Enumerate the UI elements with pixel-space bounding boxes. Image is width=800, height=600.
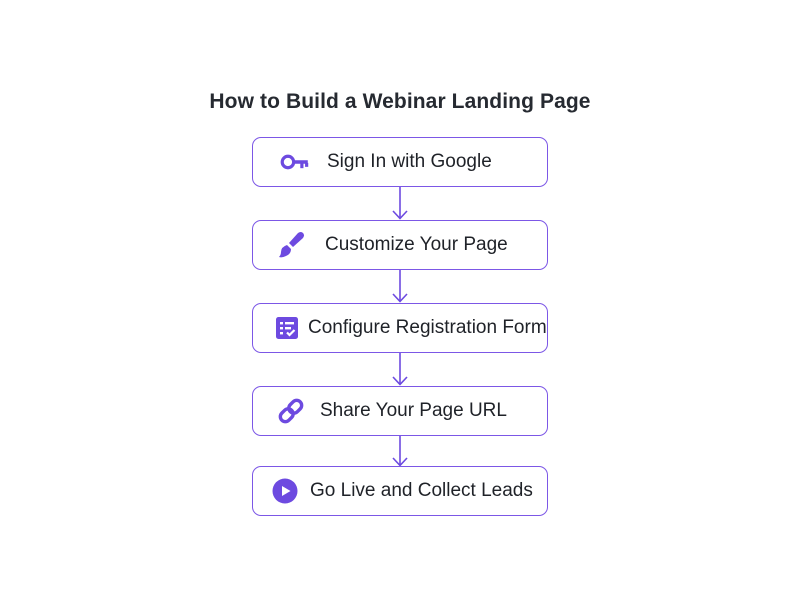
step-label: Configure Registration Form (308, 317, 547, 338)
paintbrush-icon (276, 230, 306, 260)
step-customize: Customize Your Page (252, 220, 548, 270)
step-label: Go Live and Collect Leads (310, 480, 533, 501)
step-configure-form: Configure Registration Form (252, 303, 548, 353)
connector-arrow (390, 187, 410, 220)
step-label: Sign In with Google (327, 151, 492, 172)
step-label: Customize Your Page (325, 234, 508, 255)
connector-arrow (390, 270, 410, 303)
step-go-live: Go Live and Collect Leads (252, 466, 548, 516)
form-checklist-icon (272, 313, 302, 343)
step-label: Share Your Page URL (320, 400, 507, 421)
step-sign-in: Sign In with Google (252, 137, 548, 187)
diagram-title: How to Build a Webinar Landing Page (209, 90, 591, 113)
key-icon (280, 147, 310, 177)
step-share-url: Share Your Page URL (252, 386, 548, 436)
connector-arrow (390, 436, 410, 467)
link-icon (276, 396, 306, 426)
connector-arrow (390, 353, 410, 386)
play-circle-icon (270, 476, 300, 506)
